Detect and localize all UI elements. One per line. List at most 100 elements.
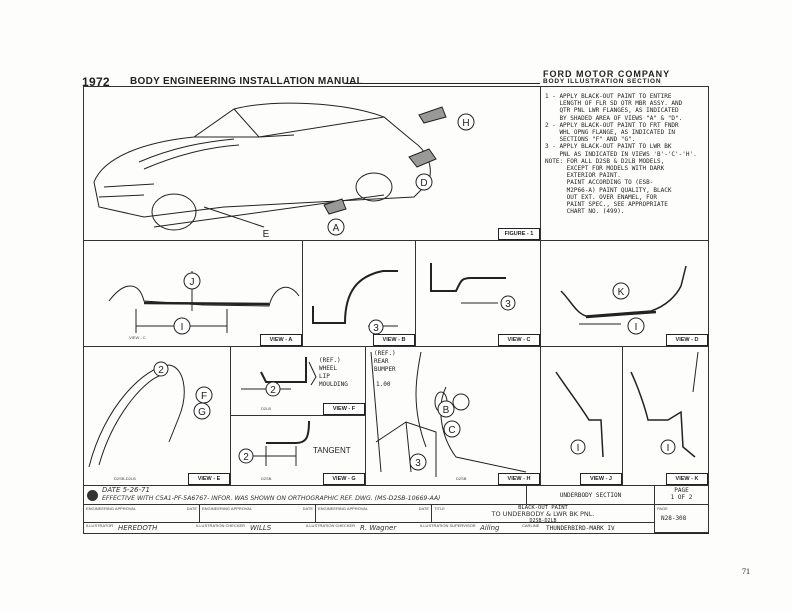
signature-row: ILLUSTRATOR HEREDOTH ILLUSTRATION CHECKE… (83, 522, 655, 534)
view-h-drawing: B C 3 (370, 351, 527, 477)
view-f-model: D2LB (261, 406, 272, 411)
view-j-label: VIEW - J (580, 473, 622, 485)
underbody-section: UNDERBODY SECTION (559, 492, 622, 499)
section-name: BODY ILLUSTRATION SECTION (543, 78, 662, 85)
callout-2: 2 (243, 452, 249, 463)
view-g-panel: 2 TANGENT D2SB VIEW - G (230, 415, 366, 486)
engineer-label: ILLUSTRATION CHECKER (306, 523, 356, 528)
callout-c: C (448, 425, 455, 436)
car-illustration: H D A E (93, 102, 475, 240)
note-2: 2 - APPLY BLACK-OUT PAINT TO FRT FNDR WH… (545, 121, 679, 144)
view-a-label: VIEW - A (260, 334, 302, 346)
date-label: DATE (418, 506, 429, 511)
year: 1972 (82, 75, 110, 89)
approval-label: ENGINEERING APPROVAL (202, 506, 253, 511)
manual-title: BODY ENGINEERING INSTALLATION MANUAL (130, 76, 364, 87)
callout-k: K (618, 287, 625, 298)
approval-label: ENGINEERING APPROVAL (318, 506, 369, 511)
view-k-label: VIEW - K (666, 473, 708, 485)
view-g-label: VIEW - G (323, 473, 365, 485)
view-e-model: D2SB-D2LB (114, 476, 136, 481)
wheel-lip-annotation: (REF.) WHEEL LIP MOULDING (319, 357, 348, 388)
revision-block: DATE 5-26-71 EFFECTIVE WITH C5A1-PF-5A67… (83, 485, 527, 505)
view-f-panel: 2 (REF.) WHEEL LIP MOULDING D2LB VIEW - … (230, 346, 366, 416)
note-3: 3 - APPLY BLACK-OUT PAINT TO LWR BK PNL … (545, 143, 697, 158)
revision-note: EFFECTIVE WITH C5A1-PF-5A6767- INFOR. WA… (102, 495, 441, 502)
callout-e: E (263, 229, 270, 240)
view-e-label: VIEW - E (188, 473, 230, 485)
supervisor-signature: Ailing (480, 524, 500, 532)
engineering-approval-2: ENGINEERING APPROVAL DATE (199, 504, 316, 523)
view-d-panel: K I VIEW - D (540, 240, 709, 347)
section-block: UNDERBODY SECTION (526, 485, 655, 505)
callout-3: 3 (415, 458, 421, 469)
view-c-reference: VIEW - C (129, 335, 146, 340)
view-c-drawing: 3 (430, 263, 516, 311)
company-name: FORD MOTOR COMPANY (543, 69, 671, 79)
note-1: 1 - APPLY BLACK-OUT PAINT TO ENTIRE LENG… (545, 93, 683, 122)
callout-3: 3 (373, 323, 379, 334)
view-e-panel: 2 F G D2SB-D2LB VIEW - E (83, 346, 231, 486)
view-g-drawing: 2 (238, 420, 310, 466)
callout-a: A (333, 223, 340, 234)
callout-i: I (667, 443, 670, 454)
view-h-label: VIEW - H (498, 473, 540, 485)
drawing-page-number: N28-308 (661, 515, 687, 522)
approval-label: ENGINEERING APPROVAL (86, 506, 137, 511)
view-b-label: VIEW - B (373, 334, 415, 346)
callout-j: J (190, 277, 195, 288)
callout-d: D (420, 178, 427, 189)
carline-value: THUNDERBIRD-MARK IV (546, 525, 615, 532)
view-c-label: VIEW - C (498, 334, 540, 346)
view-h-panel: B C 3 (REF.) REAR BUMPER 1.00 D2SB VIEW … (365, 346, 541, 486)
view-a-panel: J I VIEW - C VIEW - A (83, 240, 303, 347)
page-of: 1 OF 2 (670, 494, 693, 501)
view-k-panel: I VIEW - K (622, 346, 709, 486)
illustrator-signature: HEREDOTH (118, 524, 158, 532)
figure-1-panel: H D A E FIGURE - 1 (83, 86, 541, 241)
view-j-drawing: I (555, 371, 604, 458)
callout-h: H (462, 118, 469, 129)
page-block: PAGE 1 OF 2 (654, 485, 709, 505)
view-b-drawing: 3 (312, 270, 398, 335)
engineer-signature: R. Wagner (360, 524, 397, 532)
callout-i: I (577, 443, 580, 454)
view-f-label: VIEW - F (323, 403, 365, 415)
dimension-value: 1.00 (376, 381, 391, 388)
date-label: DATE (186, 506, 197, 511)
view-k-drawing: I (630, 351, 699, 458)
figure-label: FIGURE - 1 (498, 228, 540, 240)
callout-b: B (443, 405, 450, 416)
callout-f: F (201, 391, 207, 402)
rear-bumper-annotation: (REF.) REAR BUMPER (374, 350, 396, 373)
view-b-panel: 3 VIEW - B (302, 240, 416, 347)
view-g-model: D2SB (261, 476, 272, 481)
view-h-model: D2SB (456, 476, 467, 481)
illustrator-label: ILLUSTRATOR (86, 523, 114, 528)
title-block: TITLE BLACK-OUT PAINT TO UNDERBODY & LWR… (431, 504, 655, 524)
page-label: PAGE (674, 487, 689, 494)
view-c-panel: 3 VIEW - C (415, 240, 541, 347)
checker-signature: WILLS (250, 524, 272, 532)
page-number-block: PAGE N28-308 (654, 504, 709, 533)
title-line-3: D2SB-D2LB (529, 518, 557, 524)
callout-g: G (198, 407, 206, 418)
page-number: 71 (742, 567, 750, 576)
callout-i: I (181, 322, 184, 333)
title-line-1: BLACK-OUT PAINT (518, 505, 568, 511)
view-d-drawing: K I (560, 265, 687, 335)
revision-date: DATE 5-26-71 (102, 486, 150, 494)
view-a-drawing: J I (108, 271, 300, 335)
supervisor-label: ILLUSTRATION SUPERVISOR (420, 523, 476, 528)
view-j-panel: I VIEW - J (540, 346, 623, 486)
engineering-approval-1: ENGINEERING APPROVAL DATE (83, 504, 200, 523)
notes-panel: 1 - APPLY BLACK-OUT PAINT TO ENTIRE LENG… (540, 86, 709, 241)
callout-2: 2 (158, 365, 164, 376)
engineering-approval-3: ENGINEERING APPROVAL DATE (315, 504, 432, 523)
callout-3: 3 (505, 299, 511, 310)
title-label: TITLE (434, 506, 445, 511)
view-f-drawing: 2 (241, 357, 317, 397)
ford-seal-icon (87, 490, 98, 501)
date-label: DATE (302, 506, 313, 511)
